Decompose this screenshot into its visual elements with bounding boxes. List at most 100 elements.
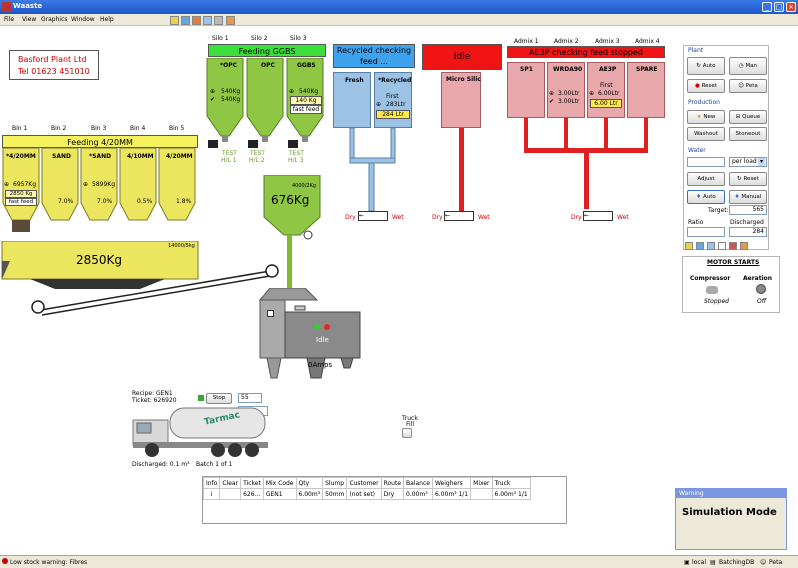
bin-4-label: Bin 4 xyxy=(130,125,146,132)
water-wet-label: Wet xyxy=(392,214,404,221)
compressor-icon[interactable] xyxy=(706,286,718,294)
water-amount-input[interactable] xyxy=(687,157,725,167)
silo-3-weight: 540Kg xyxy=(299,88,319,95)
toolbar-icon-4[interactable] xyxy=(203,16,212,25)
man-icon: ◷ xyxy=(738,63,746,69)
water-header: Recycled checking feed ... xyxy=(333,44,415,68)
admix-3-add-icon: ⊕ xyxy=(589,90,595,97)
menu-window[interactable]: Window xyxy=(71,16,95,23)
recycled-first: First xyxy=(386,93,399,100)
warning-message: Simulation Mode xyxy=(682,507,777,518)
toolbar-icon-1[interactable] xyxy=(170,16,179,25)
toolbar-icon-2[interactable] xyxy=(181,16,190,25)
admix-2-value-2: 3.00Ltr xyxy=(558,98,580,105)
silo-1-check-icon: ✔ xyxy=(210,96,216,103)
compressor-label: Compressor xyxy=(690,275,731,282)
bin-3-add-icon: ⊕ xyxy=(83,181,89,188)
silo-2-name: OPC xyxy=(261,62,275,69)
silo-3-fastfeed-box: fast feed xyxy=(290,105,322,114)
col-slump: Slump xyxy=(322,477,348,489)
menu-graphics[interactable]: Graphics xyxy=(41,16,68,23)
discharged-label: Discharged xyxy=(730,219,764,226)
water-discharge-valve[interactable]: ← xyxy=(358,211,388,221)
plant-group-title: Plant xyxy=(688,47,704,54)
fresh-tank-name: Fresh xyxy=(345,77,364,84)
admix-3-value: 6.00Ltr xyxy=(598,90,620,97)
database-icon: ▤ xyxy=(710,559,716,566)
menu-file[interactable]: File xyxy=(4,16,15,23)
admix-3-target-box: 6.00 Ltr xyxy=(590,99,622,108)
panel-tool-icon-1[interactable] xyxy=(685,242,693,250)
row-info-button[interactable]: i xyxy=(202,488,221,500)
aggregate-header: Feeding 4/20MM xyxy=(2,135,198,148)
admix-discharge-valve[interactable]: ← xyxy=(583,211,613,221)
toolbar-icon-3[interactable] xyxy=(192,16,201,25)
aeration-state: Off xyxy=(757,298,767,305)
new-button[interactable]: ★ New xyxy=(687,110,725,124)
man-button[interactable]: ◷ Man xyxy=(729,57,767,75)
status-user[interactable]: Peta xyxy=(769,559,783,566)
row-route: Dry xyxy=(380,488,405,500)
silo-2-test[interactable]: TEST xyxy=(250,150,265,157)
aeration-label: Aeration xyxy=(743,275,773,282)
silo-3-name: GGBS xyxy=(297,62,316,69)
maximize-button[interactable]: □ xyxy=(774,2,784,12)
panel-tool-icon-4[interactable] xyxy=(718,242,726,250)
silo-3-test[interactable]: TEST xyxy=(289,150,304,157)
fresh-water-tank xyxy=(333,72,371,128)
water-auto-button[interactable]: ♦ Auto xyxy=(687,190,725,204)
close-button[interactable]: × xyxy=(786,2,796,12)
water-drop-icon: ♦ xyxy=(696,194,703,200)
panel-tool-icon-5[interactable] xyxy=(729,242,737,250)
adjust-button[interactable]: Adjust xyxy=(687,172,725,186)
ggbs-silo-graphics xyxy=(206,58,324,148)
silo-3-label: Silo 3 xyxy=(290,35,307,42)
production-group-title: Production xyxy=(688,99,720,106)
col-mixer: Mixer xyxy=(470,477,493,489)
reset-button[interactable]: ● Reset xyxy=(687,79,725,93)
panel-tool-icon-2[interactable] xyxy=(696,242,704,250)
cement-weigher xyxy=(263,175,321,240)
water-manual-button[interactable]: ♦ Manual xyxy=(729,190,767,204)
minimize-button[interactable]: _ xyxy=(762,2,772,12)
truck-stop-button[interactable]: Stop xyxy=(206,393,232,404)
truck-discharged: Discharged: 0.1 m³ xyxy=(132,461,190,468)
menu-help[interactable]: Help xyxy=(100,16,114,23)
water-reset-button[interactable]: ↻ Reset xyxy=(729,172,767,186)
admix-2-tank xyxy=(547,62,585,118)
discharged-value: 284 xyxy=(729,227,767,237)
stoneout-button[interactable]: Stoneout xyxy=(729,127,767,141)
panel-tool-icon-6[interactable] xyxy=(740,242,748,250)
col-truck: Truck xyxy=(491,477,531,489)
row-balance: 0.00m³ xyxy=(403,488,433,500)
peta-button[interactable]: ☺ Peta xyxy=(729,79,767,93)
aeration-fan-icon[interactable] xyxy=(756,284,766,294)
man-label: Man xyxy=(745,63,758,69)
new-label: New xyxy=(703,114,716,120)
micro-discharge-valve[interactable]: ← xyxy=(444,211,474,221)
col-customer: Customer xyxy=(346,477,382,489)
toolbar-icon-6[interactable] xyxy=(226,16,235,25)
admix-1-name: SP1 xyxy=(520,66,533,73)
truck-qty-input[interactable]: 55 xyxy=(238,393,262,403)
chevron-down-icon: ▾ xyxy=(758,158,765,166)
bin-2-percent: 7.0% xyxy=(58,198,74,205)
silo-1-test[interactable]: TEST xyxy=(222,150,237,157)
toolbar-icon-5[interactable] xyxy=(214,16,223,25)
mixer-small-box xyxy=(267,310,274,317)
panel-tool-icon-3[interactable] xyxy=(707,242,715,250)
queue-button[interactable]: ⊟ Queue xyxy=(729,110,767,124)
auto-button[interactable]: ↻ Auto xyxy=(687,57,725,75)
bin-1-fastfeed-box: fast feed xyxy=(5,198,37,206)
row-clear-button[interactable] xyxy=(219,488,242,500)
admix-4-tank xyxy=(627,62,665,118)
menu-view[interactable]: View xyxy=(22,16,37,23)
truck-fill-label-2: Fill xyxy=(406,421,415,428)
admix-2-name: WRDA90 xyxy=(553,66,583,73)
truck-fill-button[interactable] xyxy=(402,428,412,438)
washout-button[interactable]: Washout xyxy=(687,127,725,141)
water-unit-select[interactable]: per load▾ xyxy=(729,157,767,167)
bin-1-weight: 6957Kg xyxy=(13,181,37,188)
table-row[interactable]: i 626... GEN1 6.00m³ 50mm (not set) Dry … xyxy=(202,488,531,500)
ggbs-header: Feeding GGBS xyxy=(208,44,326,57)
